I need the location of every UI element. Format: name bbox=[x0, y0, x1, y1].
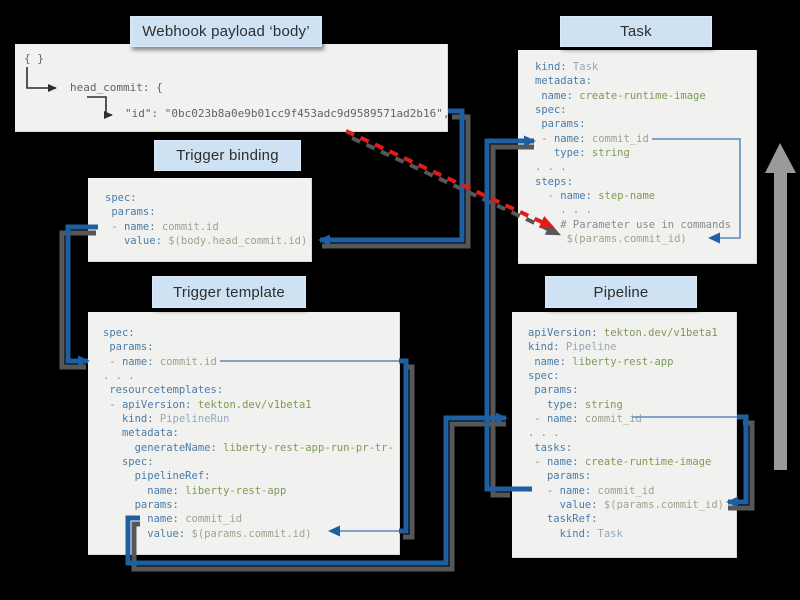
code-line: metadata: bbox=[103, 427, 179, 440]
trigger-binding-box bbox=[88, 178, 312, 262]
webhook-json-root: { } bbox=[24, 52, 44, 65]
task-title: Task bbox=[620, 23, 652, 40]
code-line: taskRef: bbox=[528, 513, 598, 526]
code-line: apiVersion: tekton.dev/v1beta1 bbox=[528, 327, 718, 339]
webhook-head-commit: head_commit: { bbox=[70, 81, 163, 94]
code-line: - name: commit_id bbox=[535, 132, 649, 145]
code-line: name: liberty-rest-app bbox=[103, 484, 287, 497]
code-line: kind: Task bbox=[528, 527, 623, 540]
code-line: - name: create-runtime-image bbox=[528, 456, 712, 469]
trigger-binding-title: Trigger binding bbox=[176, 147, 279, 164]
code-line: params: bbox=[105, 206, 156, 219]
connector-template-param-loop-outer bbox=[399, 358, 409, 534]
code-line: - name: commit.id bbox=[103, 355, 217, 368]
flow-up-arrow bbox=[765, 143, 796, 470]
pipeline-title: Pipeline bbox=[593, 283, 649, 301]
code-line: . . . bbox=[103, 370, 135, 383]
code-line: params: bbox=[528, 470, 592, 483]
pipeline-header: Pipeline bbox=[545, 276, 697, 308]
trigger-template-code: spec: params: - name: commit.id . . . res… bbox=[103, 326, 394, 541]
code-line: spec: bbox=[528, 370, 560, 383]
code-line: steps: bbox=[535, 175, 573, 188]
code-line: spec: bbox=[535, 104, 567, 117]
code-line: - name: commit_id bbox=[528, 413, 642, 426]
code-line: . . . bbox=[535, 161, 567, 174]
code-line: . . . bbox=[535, 204, 592, 217]
trigger-template-title: Trigger template bbox=[173, 283, 285, 301]
code-line: name: create-runtime-image bbox=[535, 89, 706, 102]
code-line: pipelineRef: bbox=[103, 470, 211, 483]
code-line: kind: Pipeline bbox=[528, 341, 617, 354]
trigger-binding-header: Trigger binding bbox=[154, 140, 301, 171]
code-line: - name: commit_id bbox=[528, 484, 655, 497]
code-line: - name: commit.id bbox=[105, 220, 219, 233]
pipeline-code: apiVersion: tekton.dev/v1beta1 kind: Pipe… bbox=[528, 326, 724, 541]
code-line: - apiVersion: tekton.dev/v1beta1 bbox=[103, 398, 312, 411]
task-code: kind: Task metadata: name: create-runtime… bbox=[535, 60, 731, 246]
webhook-payload-title: Webhook payload ‘body’ bbox=[142, 23, 310, 40]
code-line: kind: PipelineRun bbox=[103, 413, 230, 426]
code-line: params: bbox=[103, 341, 154, 354]
code-line: type: string bbox=[528, 398, 623, 411]
code-line: spec: bbox=[105, 192, 137, 204]
code-line: type: string bbox=[535, 147, 630, 160]
webhook-payload-header: Webhook payload ‘body’ bbox=[130, 16, 322, 47]
code-line: metadata: bbox=[535, 75, 592, 88]
code-line: spec: bbox=[103, 456, 154, 469]
trigger-template-header: Trigger template bbox=[152, 276, 306, 308]
code-line: . . . bbox=[528, 427, 560, 440]
code-line: $(params.commit_id) bbox=[535, 233, 687, 246]
code-line: name: liberty-rest-app bbox=[528, 355, 674, 368]
code-line: value: $(params.commit.id) bbox=[103, 527, 312, 540]
code-line: spec: bbox=[103, 327, 135, 339]
red-dashed-id-to-task-usage-arrow bbox=[345, 129, 556, 229]
code-line: value: $(params.commit_id) bbox=[528, 499, 724, 512]
task-header: Task bbox=[560, 16, 712, 47]
code-line: value: $(body.head_commit.id) bbox=[105, 235, 308, 248]
code-line: params: bbox=[528, 384, 579, 397]
code-line: resourcetemplates: bbox=[103, 384, 224, 397]
code-line: params: bbox=[103, 499, 179, 512]
code-line: tasks: bbox=[528, 441, 573, 454]
code-line: # Parameter use in commands bbox=[535, 218, 731, 231]
code-line: - name: commit_id bbox=[103, 513, 243, 526]
trigger-binding-code: spec: params: - name: commit.id value: $… bbox=[105, 191, 307, 248]
code-line: kind: Task bbox=[535, 61, 599, 73]
code-line: generateName: liberty-rest-app-run-pr-tr… bbox=[103, 441, 394, 454]
pipeline-box bbox=[512, 312, 737, 558]
code-line: - name: step-name bbox=[535, 190, 656, 203]
webhook-commit-id: "id": "0bc023b8a0e9b01cc9f453adc9d958957… bbox=[125, 107, 450, 120]
code-line: params: bbox=[535, 118, 586, 131]
